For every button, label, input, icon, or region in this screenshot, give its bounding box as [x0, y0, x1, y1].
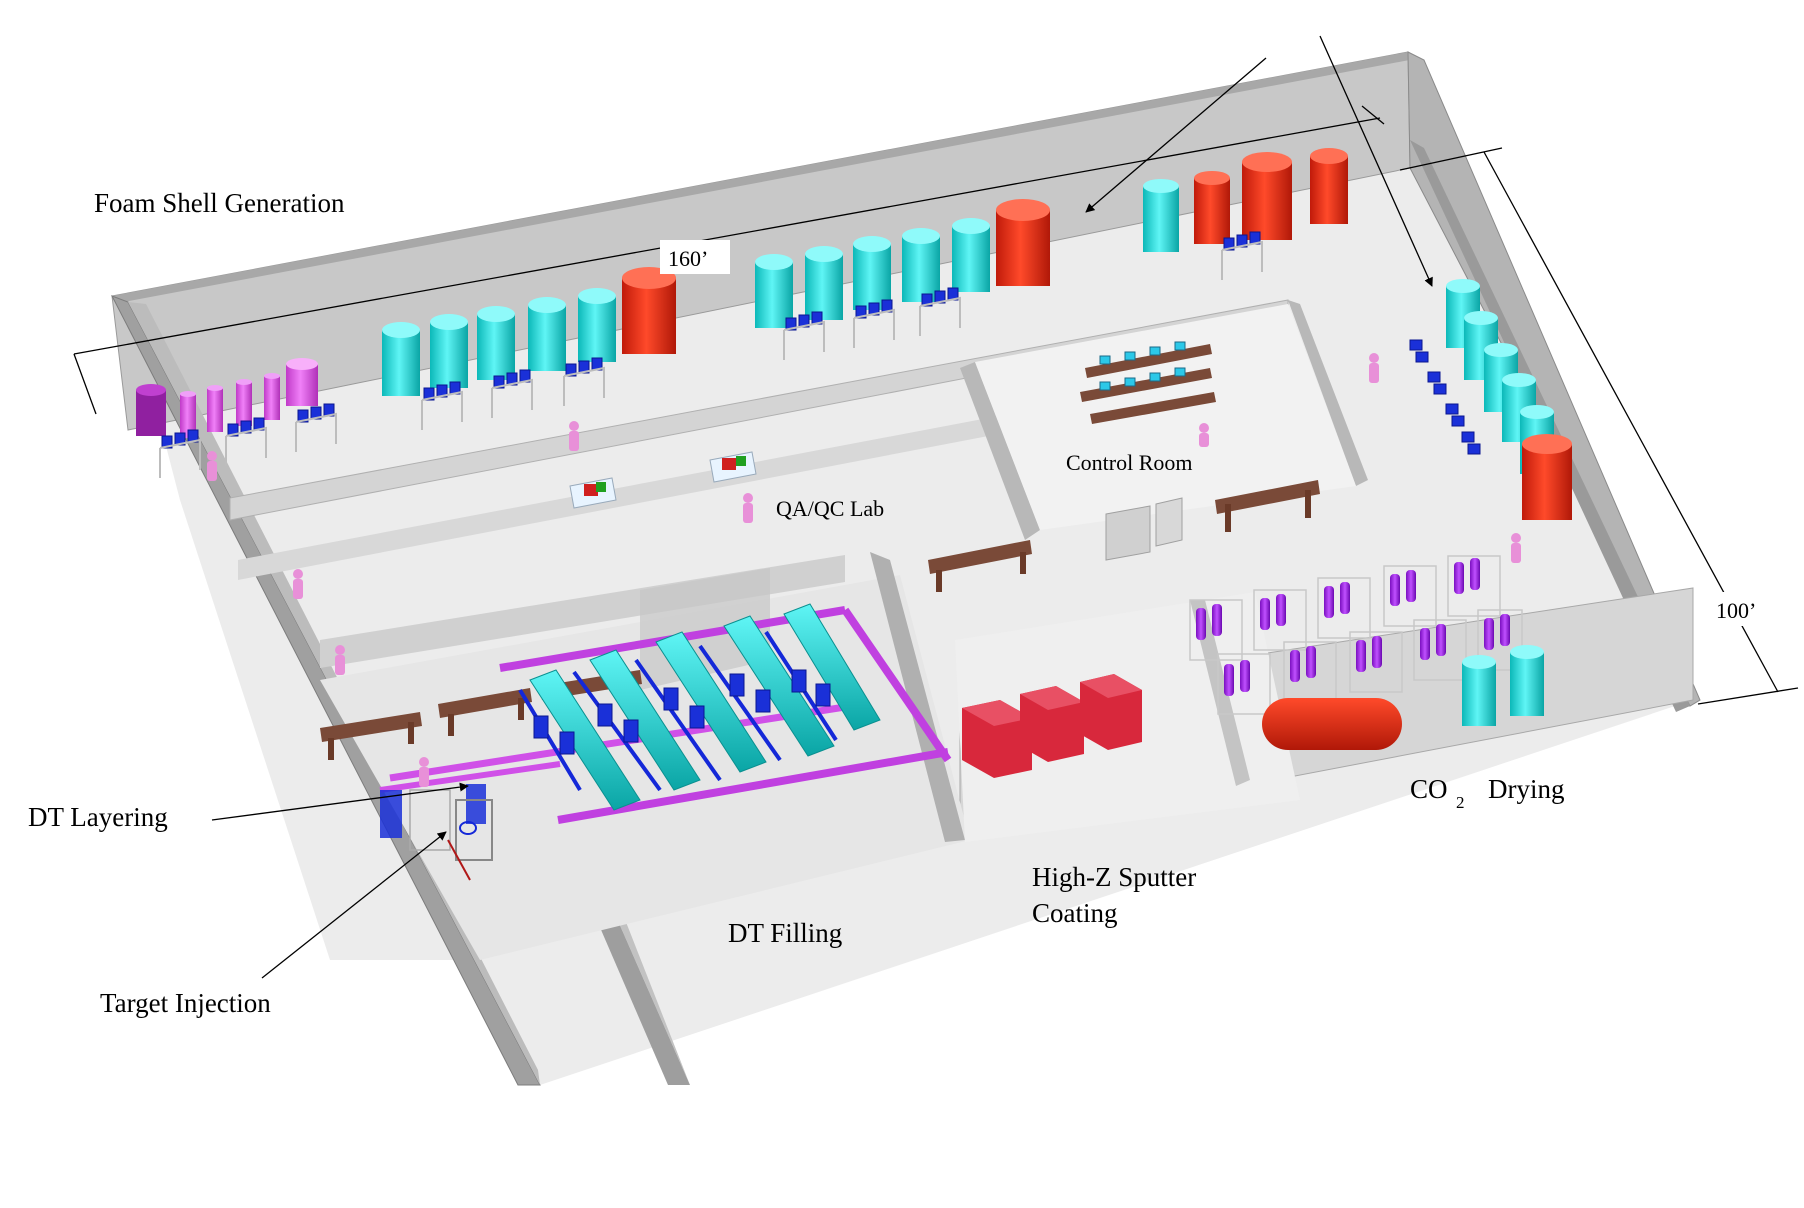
- control-room-wall-left: [960, 362, 1040, 540]
- width-label-box: [1710, 592, 1766, 626]
- control-room-label: Control Room: [1066, 450, 1193, 475]
- magenta-tank: [180, 391, 196, 438]
- red-tank: [1522, 434, 1572, 520]
- red-tank: [1194, 171, 1230, 244]
- red-tank: [1310, 148, 1348, 224]
- cyan-tank: [902, 228, 940, 302]
- co2-label-subscript: 2: [1456, 793, 1465, 812]
- red-tank: [996, 199, 1050, 286]
- co2-label-prefix: CO: [1410, 774, 1448, 804]
- co2-drying-vessels: [1189, 555, 1544, 750]
- person: [1369, 353, 1379, 383]
- dt-filling-manifold: [379, 603, 952, 824]
- person: [293, 569, 303, 599]
- cyan-tank: [578, 288, 616, 362]
- magenta-vessel: [136, 384, 166, 436]
- sputter-coating-boxes: [962, 674, 1142, 778]
- dt-layering-pointer: [211, 782, 469, 821]
- person: [419, 757, 429, 787]
- red-tank: [1242, 152, 1292, 240]
- foam-shell-tank-row: [136, 148, 1348, 438]
- dt-layering-equipment: [380, 784, 493, 881]
- person: [569, 421, 579, 451]
- qa-qc-lab-label: QA/QC Lab: [776, 496, 884, 521]
- control-room-bench: [1215, 480, 1320, 532]
- high-z-sputter-label: High-Z Sputter: [1032, 862, 1196, 892]
- blue-equipment-row: [161, 231, 1261, 449]
- co2-label-suffix: Drying: [1488, 774, 1565, 804]
- back-wall-top: [112, 52, 1420, 302]
- right-blue-equipment: [1409, 339, 1481, 455]
- cyan-tank: [853, 236, 891, 310]
- cyan-tank: [382, 322, 420, 396]
- cyan-tank: [430, 314, 468, 388]
- length-dimension-label: 160’: [668, 246, 708, 271]
- pointer-line-right: [1319, 35, 1433, 287]
- cyan-tank: [952, 218, 990, 292]
- cyan-tank: [1464, 311, 1498, 380]
- dt-layering-label: DT Layering: [28, 802, 168, 832]
- target-injection-label: Target Injection: [100, 988, 271, 1018]
- control-room-desks: [1080, 341, 1216, 424]
- coating-label: Coating: [1032, 898, 1118, 928]
- qa-qc-station: [569, 451, 757, 509]
- dt-filling-right-wall: [870, 552, 965, 842]
- magenta-tank: [236, 379, 252, 426]
- cyan-cylinders: [529, 603, 881, 811]
- right-wall: [1407, 51, 1701, 707]
- right-tank-column: [1446, 279, 1572, 520]
- control-room-wall-right: [1288, 300, 1368, 486]
- magenta-tank: [264, 373, 280, 420]
- cyan-tank: [528, 297, 566, 371]
- person: [207, 451, 217, 481]
- length-label-box: [660, 240, 730, 274]
- horizontal-red-tank: [1262, 698, 1402, 750]
- interior-wall-middle: [238, 410, 1030, 580]
- person: [1511, 533, 1521, 563]
- control-room-equipment-cabinets: [1105, 497, 1183, 561]
- people-figures: [207, 353, 1521, 787]
- target-injection-pointer: [261, 831, 447, 979]
- foam-shell-generation-label: Foam Shell Generation: [94, 188, 345, 218]
- cyan-co2-tank: [1510, 645, 1544, 716]
- red-tank: [622, 267, 676, 354]
- cyan-tank: [1143, 179, 1179, 252]
- dt-filling-label: DT Filling: [728, 918, 842, 948]
- co2-drying-label: CO 2 Drying: [1410, 774, 1565, 812]
- magenta-tank-large: [286, 358, 318, 406]
- workbench-stands: [159, 240, 1263, 478]
- length-dimension-line: [73, 117, 1381, 355]
- cyan-co2-tank: [1462, 655, 1496, 726]
- sputter-right-wall: [1190, 600, 1250, 786]
- magenta-tank: [207, 385, 223, 432]
- pointer-line-top: [1085, 57, 1267, 213]
- cyan-tank: [477, 306, 515, 380]
- person: [743, 493, 753, 523]
- control-room-floor: [975, 304, 1356, 530]
- person: [1199, 423, 1209, 447]
- cyan-tank: [805, 246, 843, 320]
- cyan-tank: [755, 254, 793, 328]
- width-dimension-label: 100’: [1716, 598, 1756, 623]
- person: [335, 645, 345, 675]
